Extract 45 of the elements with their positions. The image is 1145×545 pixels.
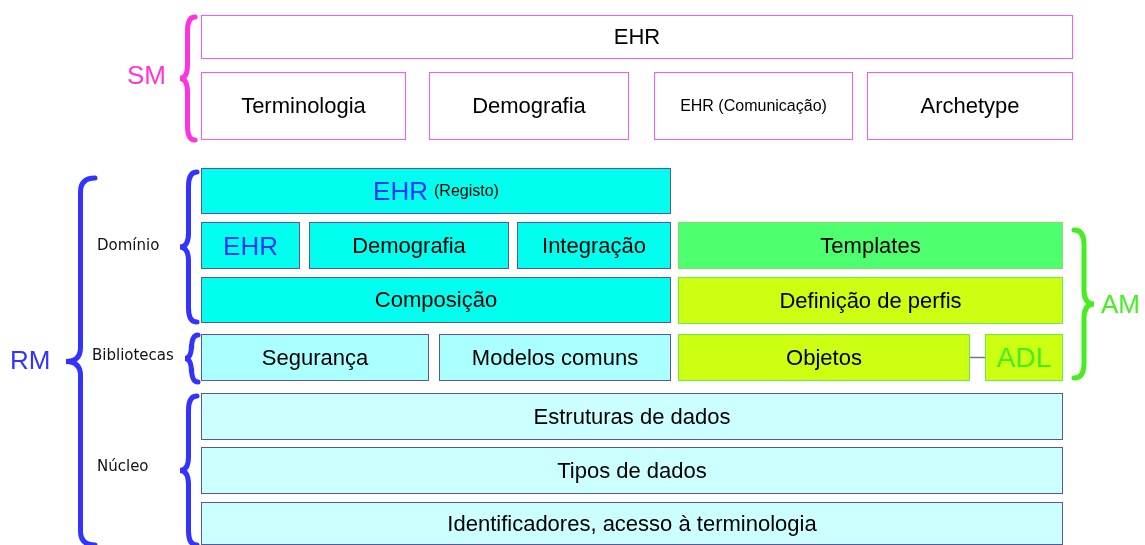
box-label: Demografia <box>472 95 586 117</box>
box-label: EHR (Comunicação) <box>680 98 827 114</box>
box-label: Identificadores, acesso à terminologia <box>447 512 817 535</box>
layer-box <box>985 334 1063 381</box>
group-label: RM <box>10 347 51 373</box>
box-label: Templates <box>820 234 921 257</box>
box-label: Demografia <box>352 234 466 257</box>
box-label: Definição de perfis <box>779 289 962 312</box>
layer-box <box>678 222 1063 269</box>
box-label: Tipos de dados <box>557 459 707 482</box>
layer-box <box>654 72 853 140</box>
layer-box <box>201 393 1063 440</box>
layer-box <box>678 277 1063 324</box>
layer-box <box>201 334 429 381</box>
layer-box <box>201 72 406 140</box>
layer-box <box>201 222 300 269</box>
box-label: Objetos <box>786 346 862 369</box>
box-label: EHR <box>613 26 661 48</box>
layer-box <box>439 334 671 381</box>
layer-box <box>201 502 1063 545</box>
box-label: Terminologia <box>241 95 366 117</box>
layer-box <box>201 15 1073 59</box>
layer-box <box>201 277 671 323</box>
group-label: Núcleo <box>97 459 149 474</box>
box-label: ADL <box>996 343 1052 372</box>
layer-box <box>429 72 629 140</box>
group-label: Bibliotecas <box>92 348 174 363</box>
layer-box <box>678 334 970 381</box>
layer-box <box>201 447 1063 494</box>
layer-box <box>309 222 509 269</box>
layer-box <box>201 168 671 214</box>
box-label: Segurança <box>261 346 369 369</box>
box-label: Modelos comuns <box>471 346 639 369</box>
box-label: EHR <box>223 232 278 259</box>
group-label: SM <box>127 62 166 88</box>
group-label: AM <box>1101 291 1140 317</box>
layer-box <box>867 72 1073 140</box>
box-label: Integração <box>542 234 646 257</box>
box-label: (Registo) <box>434 183 499 199</box>
box-label: EHR <box>373 178 428 204</box>
box-label: Composição <box>374 289 498 311</box>
layer-box <box>517 222 671 269</box>
box-label: Archetype <box>920 95 1020 117</box>
group-label: Domínio <box>97 238 160 253</box>
box-label: Estruturas de dados <box>533 405 731 428</box>
